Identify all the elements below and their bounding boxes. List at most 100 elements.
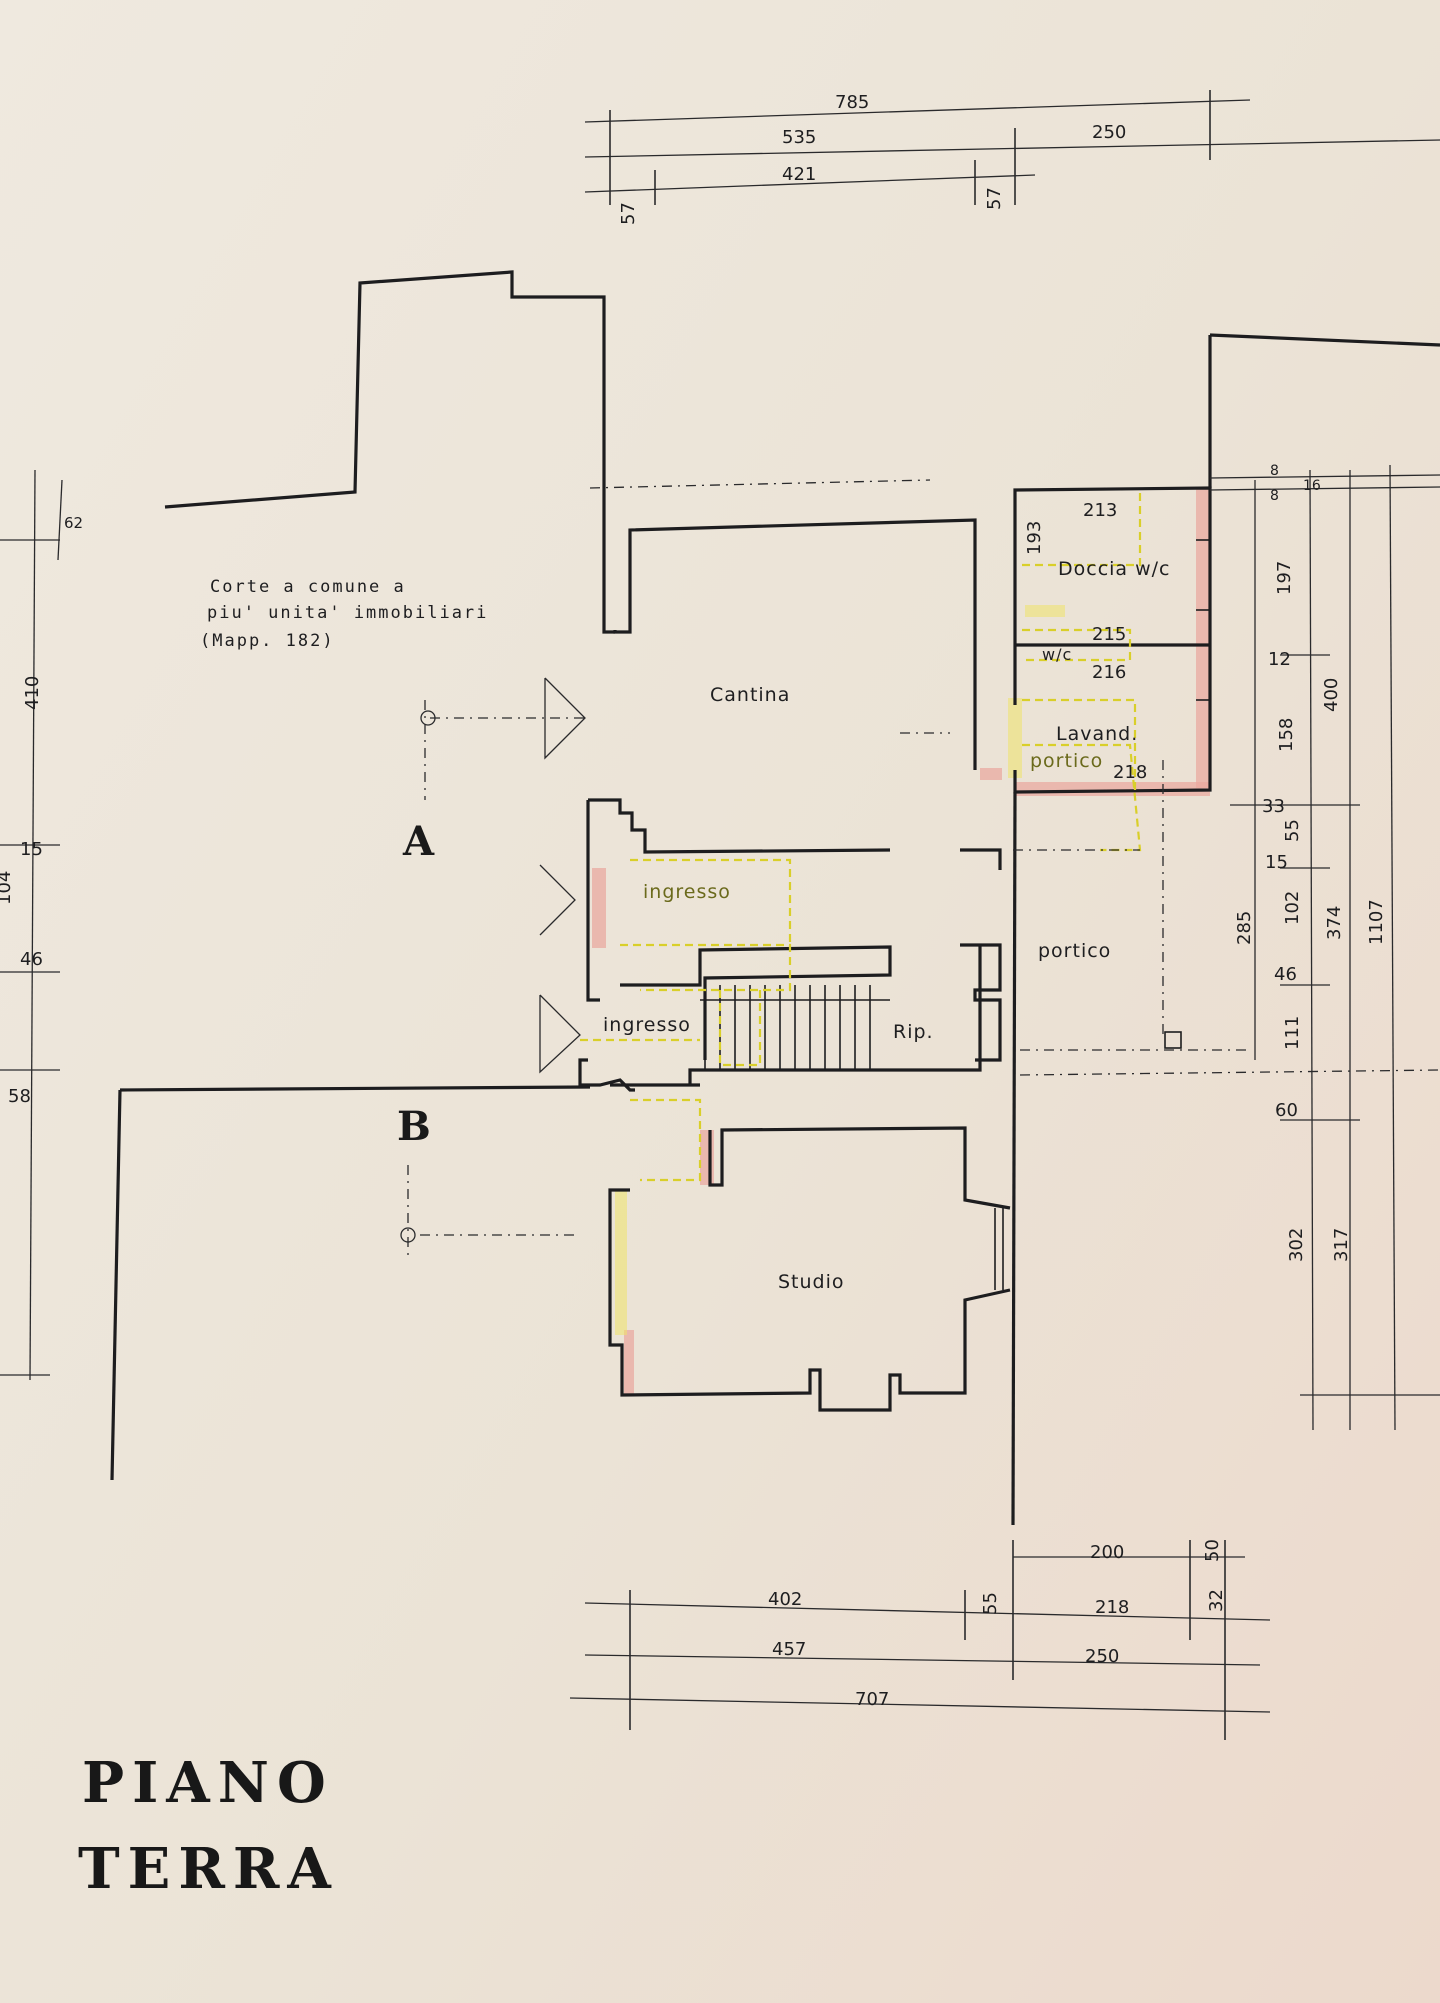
note-line: Corte a comune a [210,577,406,597]
room-label-doccia: Doccia w/c [1058,558,1171,580]
dim-label: 55 [980,1592,1001,1615]
bagno-outer-wall [1013,486,1212,794]
yellow-dash [620,943,792,992]
dim-label: 33 [1262,796,1285,817]
dim-label: 15 [1265,852,1288,873]
room-label-ingresso-lower: ingresso [603,1014,691,1036]
dim-label: 104 [0,871,15,905]
yellow-wall-highlight [615,1190,627,1335]
cantina-bottom-wall [588,798,891,854]
yellow-wall-highlight [1008,698,1022,778]
dim-label: 102 [1282,891,1303,925]
dim-label: 60 [1275,1100,1298,1121]
room-dim-label: 215 [1092,624,1126,645]
section-a-marker [420,710,436,726]
top-dimension-labels: 785 535 250 421 57 57 [618,92,1126,225]
dim-label: 62 [64,514,83,532]
dim-label: 158 [1276,718,1297,752]
dim-line-right-2 [1309,469,1314,1431]
yellow-dash [630,1098,702,1182]
room-label-ingresso-upper: ingresso [643,881,731,903]
dim-line-421 [584,174,1036,193]
dim-label: 250 [1085,1646,1119,1667]
yellow-dash [718,990,762,1067]
dim-label: 57 [618,202,639,225]
dim-label: 302 [1286,1228,1307,1262]
dim-label: 1107 [1366,899,1387,945]
room-label-rip: Rip. [893,1021,934,1043]
dim-line-62 [57,479,63,561]
dim-label: 111 [1282,1016,1303,1050]
stair-treads [700,985,890,1070]
dim-tick [1209,486,1440,491]
dim-label: 410 [22,676,43,710]
section-lines [400,479,1440,1255]
dim-line-457 [584,1654,1261,1666]
bottom-dimension-labels: 200 50 402 55 218 32 457 250 707 [768,1539,1227,1710]
dim-label: 197 [1274,561,1295,595]
portico-pillar [960,943,1002,1062]
dim-line-right-4 [1389,464,1396,1431]
yellow-dash [630,858,792,945]
room-dim-label: 218 [1113,762,1147,783]
pillar-marker [1164,1031,1182,1049]
dim-label: 400 [1321,678,1342,712]
dim-line-535 [584,139,1440,158]
dim-label: 535 [782,127,816,148]
section-label-b: B [397,1103,431,1150]
studio-top-wall [708,1126,1011,1210]
boundary-wall [119,1085,591,1092]
dim-label: 57 [984,187,1005,210]
dim-line-707 [569,1697,1271,1713]
dim-label: 16 [1303,478,1321,494]
right-dimension-labels: 8 8 16 197 12 400 158 33 55 15 285 102 3… [1234,463,1387,1262]
dim-label: 15 [20,839,43,860]
dim-label: 46 [20,949,43,970]
rip-wall [688,945,982,1085]
room-dim-label: 213 [1083,500,1117,521]
property-line-right [1011,791,1017,1526]
section-b-marker [400,1227,416,1243]
room-label-cantina: Cantina [710,684,790,706]
dim-label: 8 [1270,463,1279,479]
room-dim-label: 193 [1024,521,1045,555]
red-wall-highlight [700,1130,714,1185]
dim-label: 12 [1268,649,1291,670]
red-wall-highlight [592,868,606,948]
note-line: (Mapp. 182) [200,631,335,651]
dim-label: 8 [1270,488,1279,504]
color-highlights [592,488,1210,1395]
yellow-dash [1022,490,1142,567]
neighbour-wall [164,270,606,630]
section-label-a: A [402,818,435,865]
room-dim-label: 216 [1092,662,1126,683]
red-wall-highlight [624,1330,634,1395]
room-label-portico: portico [1038,940,1111,962]
room-label-wc: w/c [1042,645,1072,664]
dim-label: 402 [768,1589,802,1610]
room-label-studio: Studio [778,1271,845,1293]
portico-wall [960,848,1002,870]
note-line: piu' unita' immobiliari [207,603,488,623]
walls [110,270,1440,1526]
dim-label: 50 [1202,1539,1223,1562]
title-line-2: TERRA [78,1836,339,1902]
dim-label: 374 [1324,906,1345,940]
neighbour-wall-right [1209,333,1440,347]
boundary-wall [110,1089,122,1481]
room-label-lavand: Lavand. [1056,723,1138,745]
dim-line-left [29,469,36,1381]
ingresso-wall [586,800,600,1002]
left-dimension-labels: 62 410 15 104 46 58 [0,514,83,1107]
yellow-dash [1022,743,1142,852]
dim-label: 46 [1274,964,1297,985]
dim-label: 317 [1331,1228,1352,1262]
dim-label: 421 [782,164,816,185]
dim-label: 218 [1095,1597,1129,1618]
dim-label: 285 [1234,911,1255,945]
title-line-1: PIANO [82,1750,334,1816]
dimension-lines [0,90,1440,1740]
courtyard-note: Corte a comune a piu' unita' immobiliari… [200,577,488,651]
